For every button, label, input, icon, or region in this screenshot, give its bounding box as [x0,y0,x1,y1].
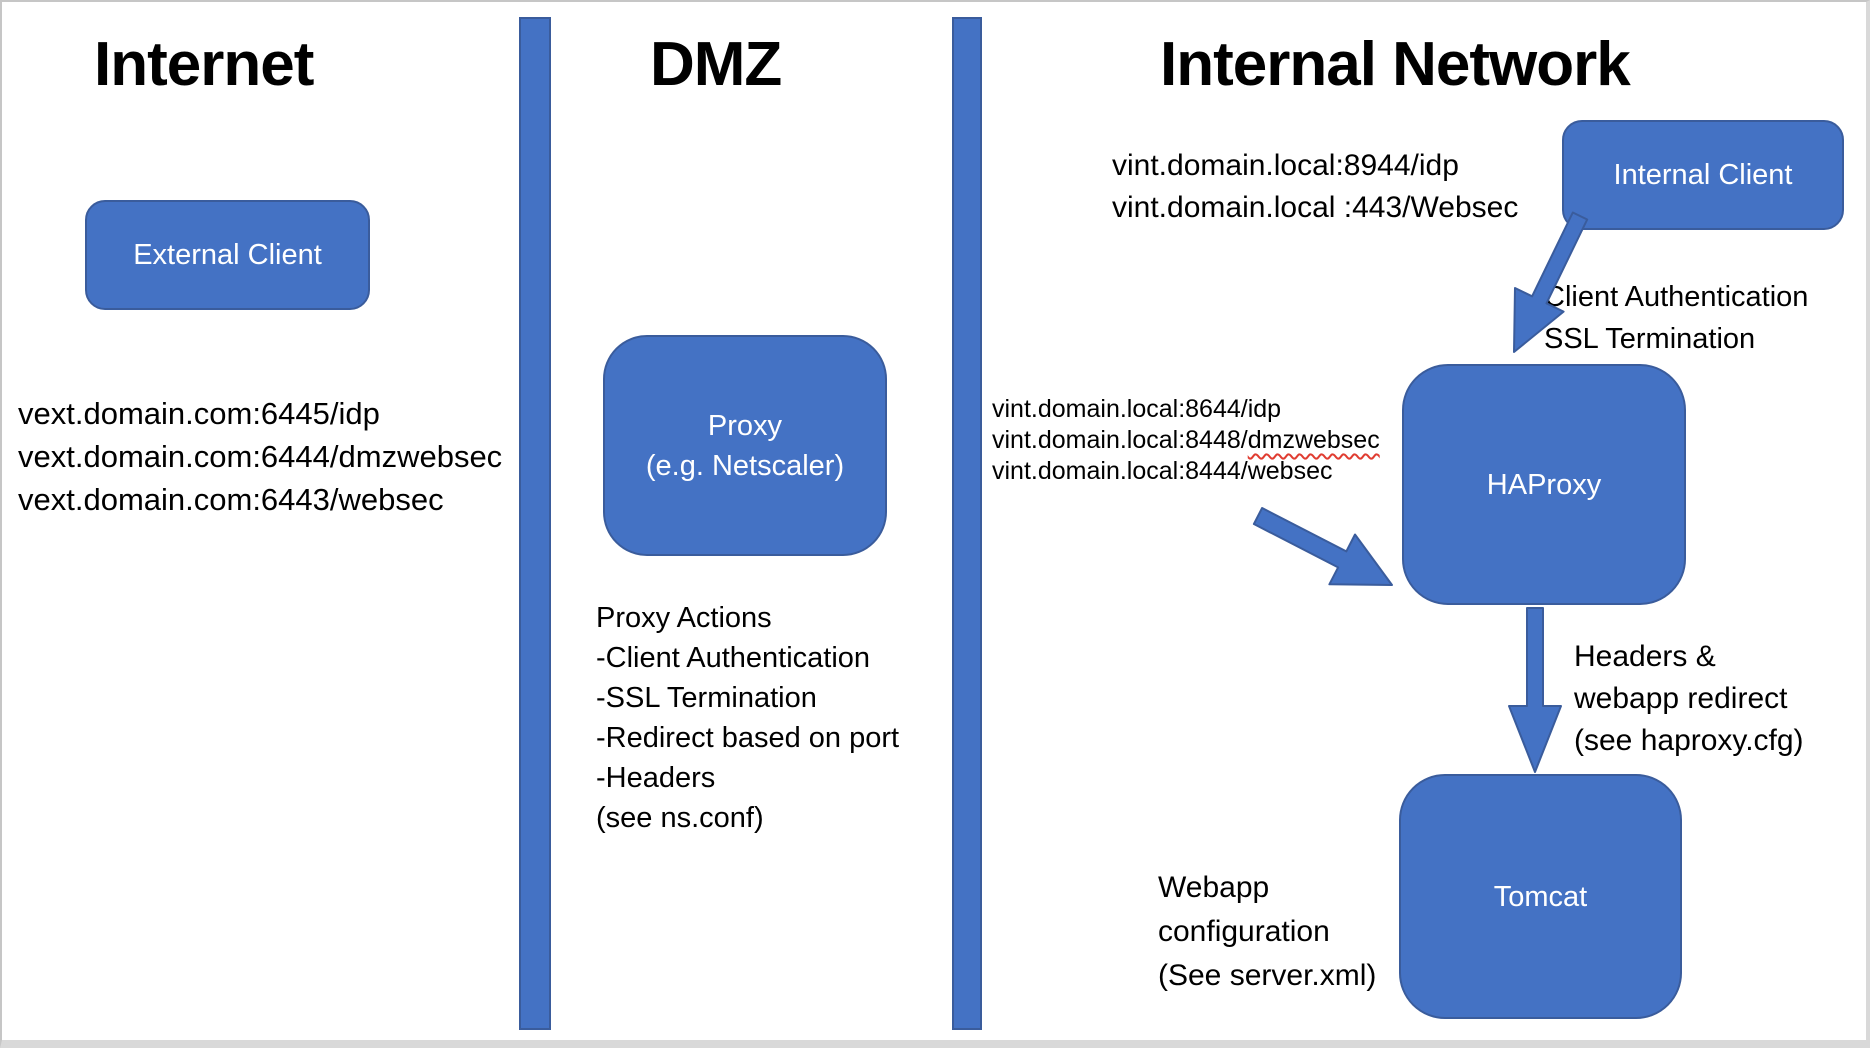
endpoints-to-haproxy-arrow [1252,507,1393,586]
proxy-actions-line: -SSL Termination [596,682,817,714]
external-endpoint-line: vext.domain.com:6444/dmzwebsec [18,439,503,474]
tomcat-note-line: Webapp [1158,871,1270,904]
proxy-actions-line: Proxy Actions [596,602,772,634]
proxy-actions-line: -Client Authentication [596,642,871,674]
headers-label-line: webapp redirect [1574,682,1788,715]
proxy-label-line: (e.g. Netscaler) [645,449,845,482]
proxy-actions-line: -Headers [596,762,716,794]
dmz-internal-boundary-bar [952,17,982,1030]
proxy-actions-line: -Redirect based on port [596,722,900,754]
external-endpoints-text: vext.domain.com:6445/idp vext.domain.com… [18,392,502,521]
haproxy-endpoint-misspelled-word: dmzwebsec [1247,426,1380,454]
headers-label-line: (see haproxy.cfg) [1574,724,1804,757]
proxy-node: Proxy (e.g. Netscaler) [603,335,887,556]
external-endpoint-line: vext.domain.com:6443/websec [18,482,444,517]
internal-client-node: Internal Client [1562,120,1844,230]
tomcat-node: Tomcat [1399,774,1682,1019]
external-client-node: External Client [85,200,370,310]
proxy-actions-line: (see ns.conf) [596,802,764,834]
haproxy-to-tomcat-arrow [1508,607,1562,773]
haproxy-endpoint-prefix: vint.domain.local:8448/ [992,426,1248,454]
zone-title-internet: Internet [94,30,314,99]
client-auth-arrow-labels: Client Authentication SSL Termination [1544,276,1808,360]
haproxy-endpoint-line: vint.domain.local:8444/websec [992,457,1333,485]
proxy-label-line: Proxy [707,409,783,442]
internet-dmz-boundary-bar [519,17,551,1030]
client-auth-label-line: SSL Termination [1544,323,1756,355]
haproxy-node: HAProxy [1402,364,1686,605]
external-client-label: External Client [133,239,322,271]
haproxy-endpoint-line: vint.domain.local:8448/dmzwebsec [992,425,1380,456]
zone-title-internal-network: Internal Network [1160,30,1631,99]
headers-label-line: Headers & [1574,640,1716,673]
internal-client-label: Internal Client [1613,159,1793,191]
haproxy-label: HAProxy [1486,468,1602,501]
proxy-actions-text: Proxy Actions -Client Authentication -SS… [596,598,899,838]
zone-title-dmz: DMZ [650,30,782,99]
tomcat-note-line: (See server.xml) [1158,959,1377,992]
haproxy-endpoint-line: vint.domain.local:8644/idp [992,395,1282,423]
client-auth-label-line: Client Authentication [1544,281,1809,313]
haproxy-tomcat-arrow-labels: Headers & webapp redirect (see haproxy.c… [1574,636,1804,762]
internal-client-endpoint-line: vint.domain.local :443/Websec [1112,191,1519,224]
haproxy-endpoints-text: vint.domain.local:8644/idp vint.domain.l… [992,394,1380,487]
tomcat-note-line: configuration [1158,915,1330,948]
tomcat-note-text: Webapp configuration (See server.xml) [1158,866,1376,998]
internal-client-endpoints-text: vint.domain.local:8944/idp vint.domain.l… [1112,145,1518,229]
internal-client-endpoint-line: vint.domain.local:8944/idp [1112,149,1459,182]
tomcat-label: Tomcat [1493,880,1588,913]
external-endpoint-line: vext.domain.com:6445/idp [18,396,380,431]
